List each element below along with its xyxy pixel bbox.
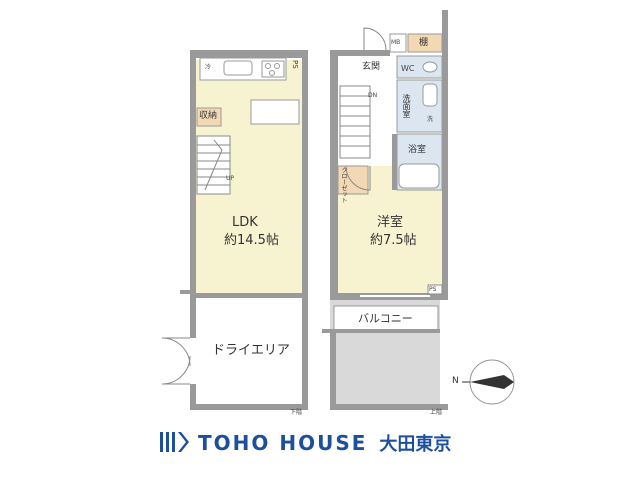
- stairs-lower: [196, 135, 231, 195]
- dry-area-door: [161, 337, 191, 385]
- compass-icon: [462, 359, 515, 405]
- bath-label: 浴室: [408, 145, 427, 155]
- ldk-name: LDK: [232, 215, 258, 230]
- balcony-label: バルコニー: [358, 312, 413, 325]
- dn-label: DN: [368, 92, 378, 99]
- sink: [223, 60, 253, 76]
- fridge-label: 冷: [205, 64, 212, 71]
- stairs-up-label: UP: [226, 175, 235, 182]
- ldk-size: 約14.5帖: [224, 233, 279, 248]
- entrance-label: 玄関: [362, 62, 381, 72]
- brand-name: TOHO HOUSE: [198, 431, 368, 455]
- bedroom-door: [345, 165, 371, 191]
- brand-branch: 大田東京: [379, 434, 452, 455]
- washbasin: [422, 83, 438, 107]
- lower-floor: [161, 50, 308, 410]
- burner-icon: [269, 70, 275, 76]
- entrance-door: [363, 27, 387, 51]
- ps-box: [427, 284, 443, 295]
- brand-footer: TOHO HOUSE 大田東京: [198, 428, 451, 458]
- ps-label-lower: PS: [291, 60, 299, 69]
- walls-lower: [180, 50, 308, 410]
- stove: [261, 60, 285, 78]
- dry-area: [196, 298, 302, 406]
- shelf-label: 棚: [419, 38, 429, 48]
- dry-area-label: ドライエリア: [212, 343, 290, 358]
- meter-box: [389, 33, 407, 53]
- compass-north-label: N: [452, 376, 459, 386]
- kitchen-island: [250, 99, 300, 125]
- lower-floor-tag: 下階: [290, 409, 303, 416]
- closet-label: クローゼット: [340, 167, 347, 203]
- burner-icon: [274, 63, 280, 69]
- upper-floor-tag: 上階: [430, 409, 443, 416]
- ps-label-upper: PS: [429, 286, 437, 293]
- toho-logo-icon: [160, 432, 189, 452]
- storage-closet: [196, 107, 222, 127]
- bedroom-size: 約7.5帖: [370, 233, 417, 248]
- stairs-upper: [339, 85, 371, 159]
- balcony-label-box: [333, 305, 439, 331]
- washroom-label: 洗面室: [402, 94, 411, 118]
- upper-floor: [322, 10, 448, 410]
- burner-icon: [265, 63, 271, 69]
- toilet-icon: [422, 61, 438, 73]
- storage-label: 収納: [199, 111, 218, 121]
- washer-label: 洗: [427, 116, 434, 123]
- bathtub: [398, 163, 440, 189]
- entrance-hall: [338, 56, 396, 84]
- bedroom-name: 洋室: [377, 215, 404, 230]
- wc-label: WC: [401, 64, 415, 73]
- mb-label: MB: [391, 39, 401, 46]
